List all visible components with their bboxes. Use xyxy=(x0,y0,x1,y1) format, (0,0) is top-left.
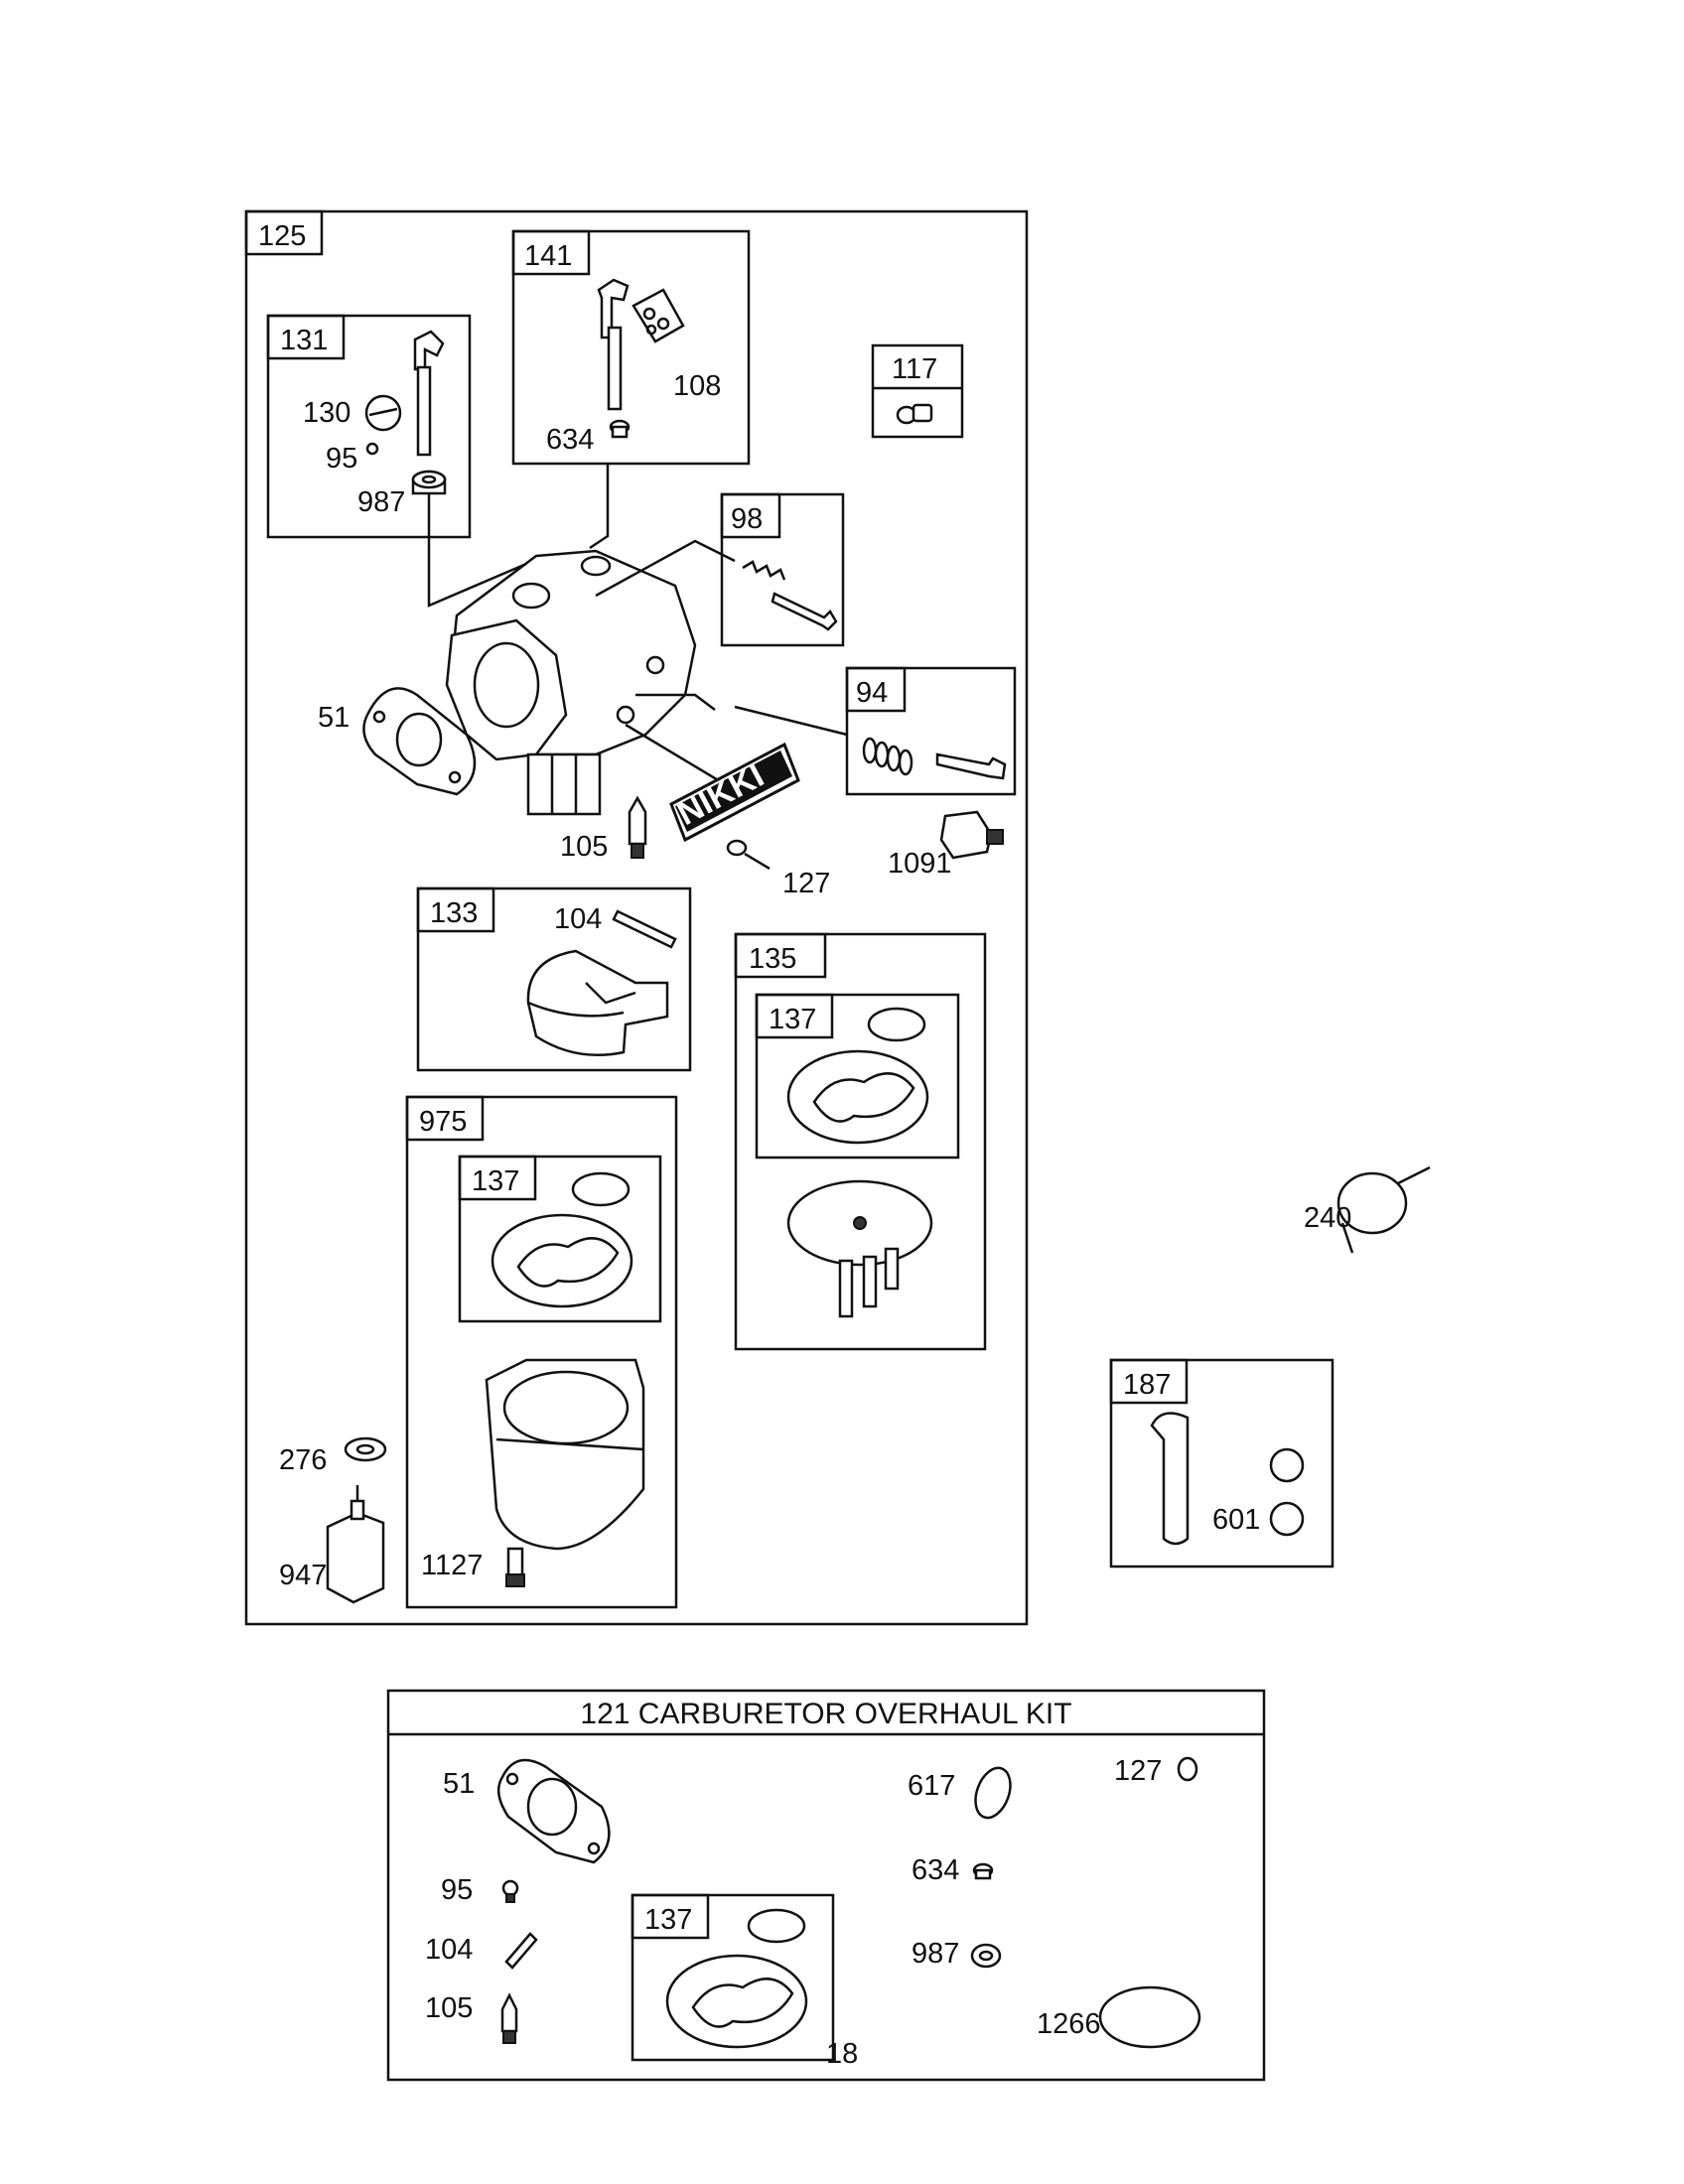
kit-label-95: 95 xyxy=(441,1874,473,1906)
box-label-94: 94 xyxy=(856,677,888,709)
solenoid-1091-part xyxy=(939,810,1004,860)
seal-987-kit-part xyxy=(970,1943,1002,1969)
o-ring-part xyxy=(867,1007,926,1042)
label-276: 276 xyxy=(279,1444,327,1476)
kit-label-634: 634 xyxy=(912,1854,959,1886)
label-947: 947 xyxy=(279,1560,327,1591)
washer-127-kit-part xyxy=(1177,1756,1198,1782)
box-137-inner-975: 137 xyxy=(458,1155,662,1323)
box-label-137-c: 137 xyxy=(644,1904,692,1936)
fuel-filter-240-part xyxy=(1336,1165,1431,1254)
overhaul-kit-121: 121 CARBURETOR OVERHAUL KIT 51 617 127 6… xyxy=(386,1689,1266,2082)
kit-label-987: 987 xyxy=(912,1938,959,1970)
kit-label-51: 51 xyxy=(443,1768,475,1800)
o-ring-1266-part xyxy=(1098,1985,1201,2049)
box-label-117: 117 xyxy=(892,353,937,385)
box-label-133: 133 xyxy=(430,897,478,929)
fitting-117-part xyxy=(896,403,933,425)
o-ring-part xyxy=(747,1908,806,1944)
gasket-51-part xyxy=(362,687,477,796)
box-label-975: 975 xyxy=(419,1106,467,1138)
kit-box-137: 137 xyxy=(631,1893,835,2062)
label-634: 634 xyxy=(546,424,594,456)
kit-label-127: 127 xyxy=(1114,1755,1162,1787)
label-104: 104 xyxy=(554,903,602,935)
box-975: 975 137 1127 xyxy=(405,1095,678,1609)
spring-94-part xyxy=(862,737,913,776)
screw-95-part xyxy=(365,442,379,456)
box-141: 141 108 634 xyxy=(511,229,751,466)
mixture-screw-94-part xyxy=(935,752,1007,780)
label-130: 130 xyxy=(303,397,351,429)
leader-lines xyxy=(427,464,848,871)
box-label-141: 141 xyxy=(524,240,572,272)
label-1127: 1127 xyxy=(421,1550,483,1581)
choke-shaft-part xyxy=(597,278,630,411)
box-label-131: 131 xyxy=(280,325,328,356)
box-131: 131 130 95 987 xyxy=(266,314,472,539)
label-95: 95 xyxy=(326,443,357,475)
gasket-137-c-part xyxy=(665,1954,808,2049)
label-987: 987 xyxy=(357,486,405,518)
screw-1127-part xyxy=(505,1547,525,1587)
throttle-plate-130-part xyxy=(364,394,402,432)
box-94: 94 xyxy=(845,666,1017,796)
washer-276-part xyxy=(344,1436,387,1462)
box-label-125: 125 xyxy=(258,220,306,252)
box-135: 135 137 xyxy=(734,932,987,1351)
box-label-137-a: 137 xyxy=(769,1004,816,1035)
pin-104-kit-part xyxy=(504,1932,538,1970)
hose-clamp-part xyxy=(1269,1447,1305,1537)
label-1091: 1091 xyxy=(888,848,952,880)
label-51: 51 xyxy=(318,702,350,734)
kit-label-105: 105 xyxy=(425,1992,473,2024)
box-117: 117 xyxy=(871,343,964,439)
jet-105-part xyxy=(628,795,647,859)
kit-gasket-51-part xyxy=(496,1758,611,1864)
kit-label-104: 104 xyxy=(425,1934,473,1966)
label-601: 601 xyxy=(1212,1504,1260,1536)
gasket-137-b-part xyxy=(491,1213,633,1308)
spring-98-part xyxy=(742,560,786,581)
float-bowl-part xyxy=(485,1358,645,1551)
pin-104-part xyxy=(612,909,677,949)
gasket-108-part xyxy=(632,288,685,343)
screw-634-kit-part xyxy=(972,1862,994,1880)
label-105: 105 xyxy=(560,831,608,863)
kit-label-1266: 1266 xyxy=(1037,2008,1101,2040)
throttle-shaft-part xyxy=(413,330,445,457)
o-ring-part xyxy=(571,1171,631,1207)
o-ring-617-part xyxy=(974,1766,1012,1820)
kit-title: 121 CARBURETOR OVERHAUL KIT xyxy=(580,1698,1071,1730)
bowl-plate-part xyxy=(786,1179,933,1318)
float-133-part xyxy=(526,949,669,1057)
seal-987-part xyxy=(411,470,447,495)
kit-label-617: 617 xyxy=(908,1770,955,1802)
box-187: 187 601 xyxy=(1109,1358,1334,1569)
idle-screw-98-part xyxy=(771,592,838,631)
box-137-inner-135: 137 xyxy=(755,993,960,1160)
gasket-137-a-part xyxy=(786,1049,929,1145)
washer-127-part xyxy=(726,839,748,857)
jet-105-kit-part xyxy=(500,1992,518,2044)
label-240: 240 xyxy=(1304,1202,1351,1234)
assembly-125-frame: 125 xyxy=(244,209,1029,1626)
box-label-98: 98 xyxy=(731,503,763,535)
box-label-137-b: 137 xyxy=(472,1165,519,1197)
kit-label-18: 18 xyxy=(826,2038,858,2070)
box-133: 133 104 xyxy=(416,887,692,1072)
fuel-hose-part xyxy=(1150,1412,1190,1546)
nikki-label-part: NIKKI xyxy=(669,742,800,843)
solenoid-947-part xyxy=(326,1485,385,1604)
screw-634-part xyxy=(609,419,631,439)
box-label-135: 135 xyxy=(749,943,796,975)
box-label-187: 187 xyxy=(1123,1369,1171,1401)
label-108: 108 xyxy=(673,370,721,402)
label-127: 127 xyxy=(782,868,830,899)
box-98: 98 xyxy=(720,492,845,647)
carburetor-body-part xyxy=(445,549,716,816)
screw-95-kit-part xyxy=(501,1879,519,1903)
